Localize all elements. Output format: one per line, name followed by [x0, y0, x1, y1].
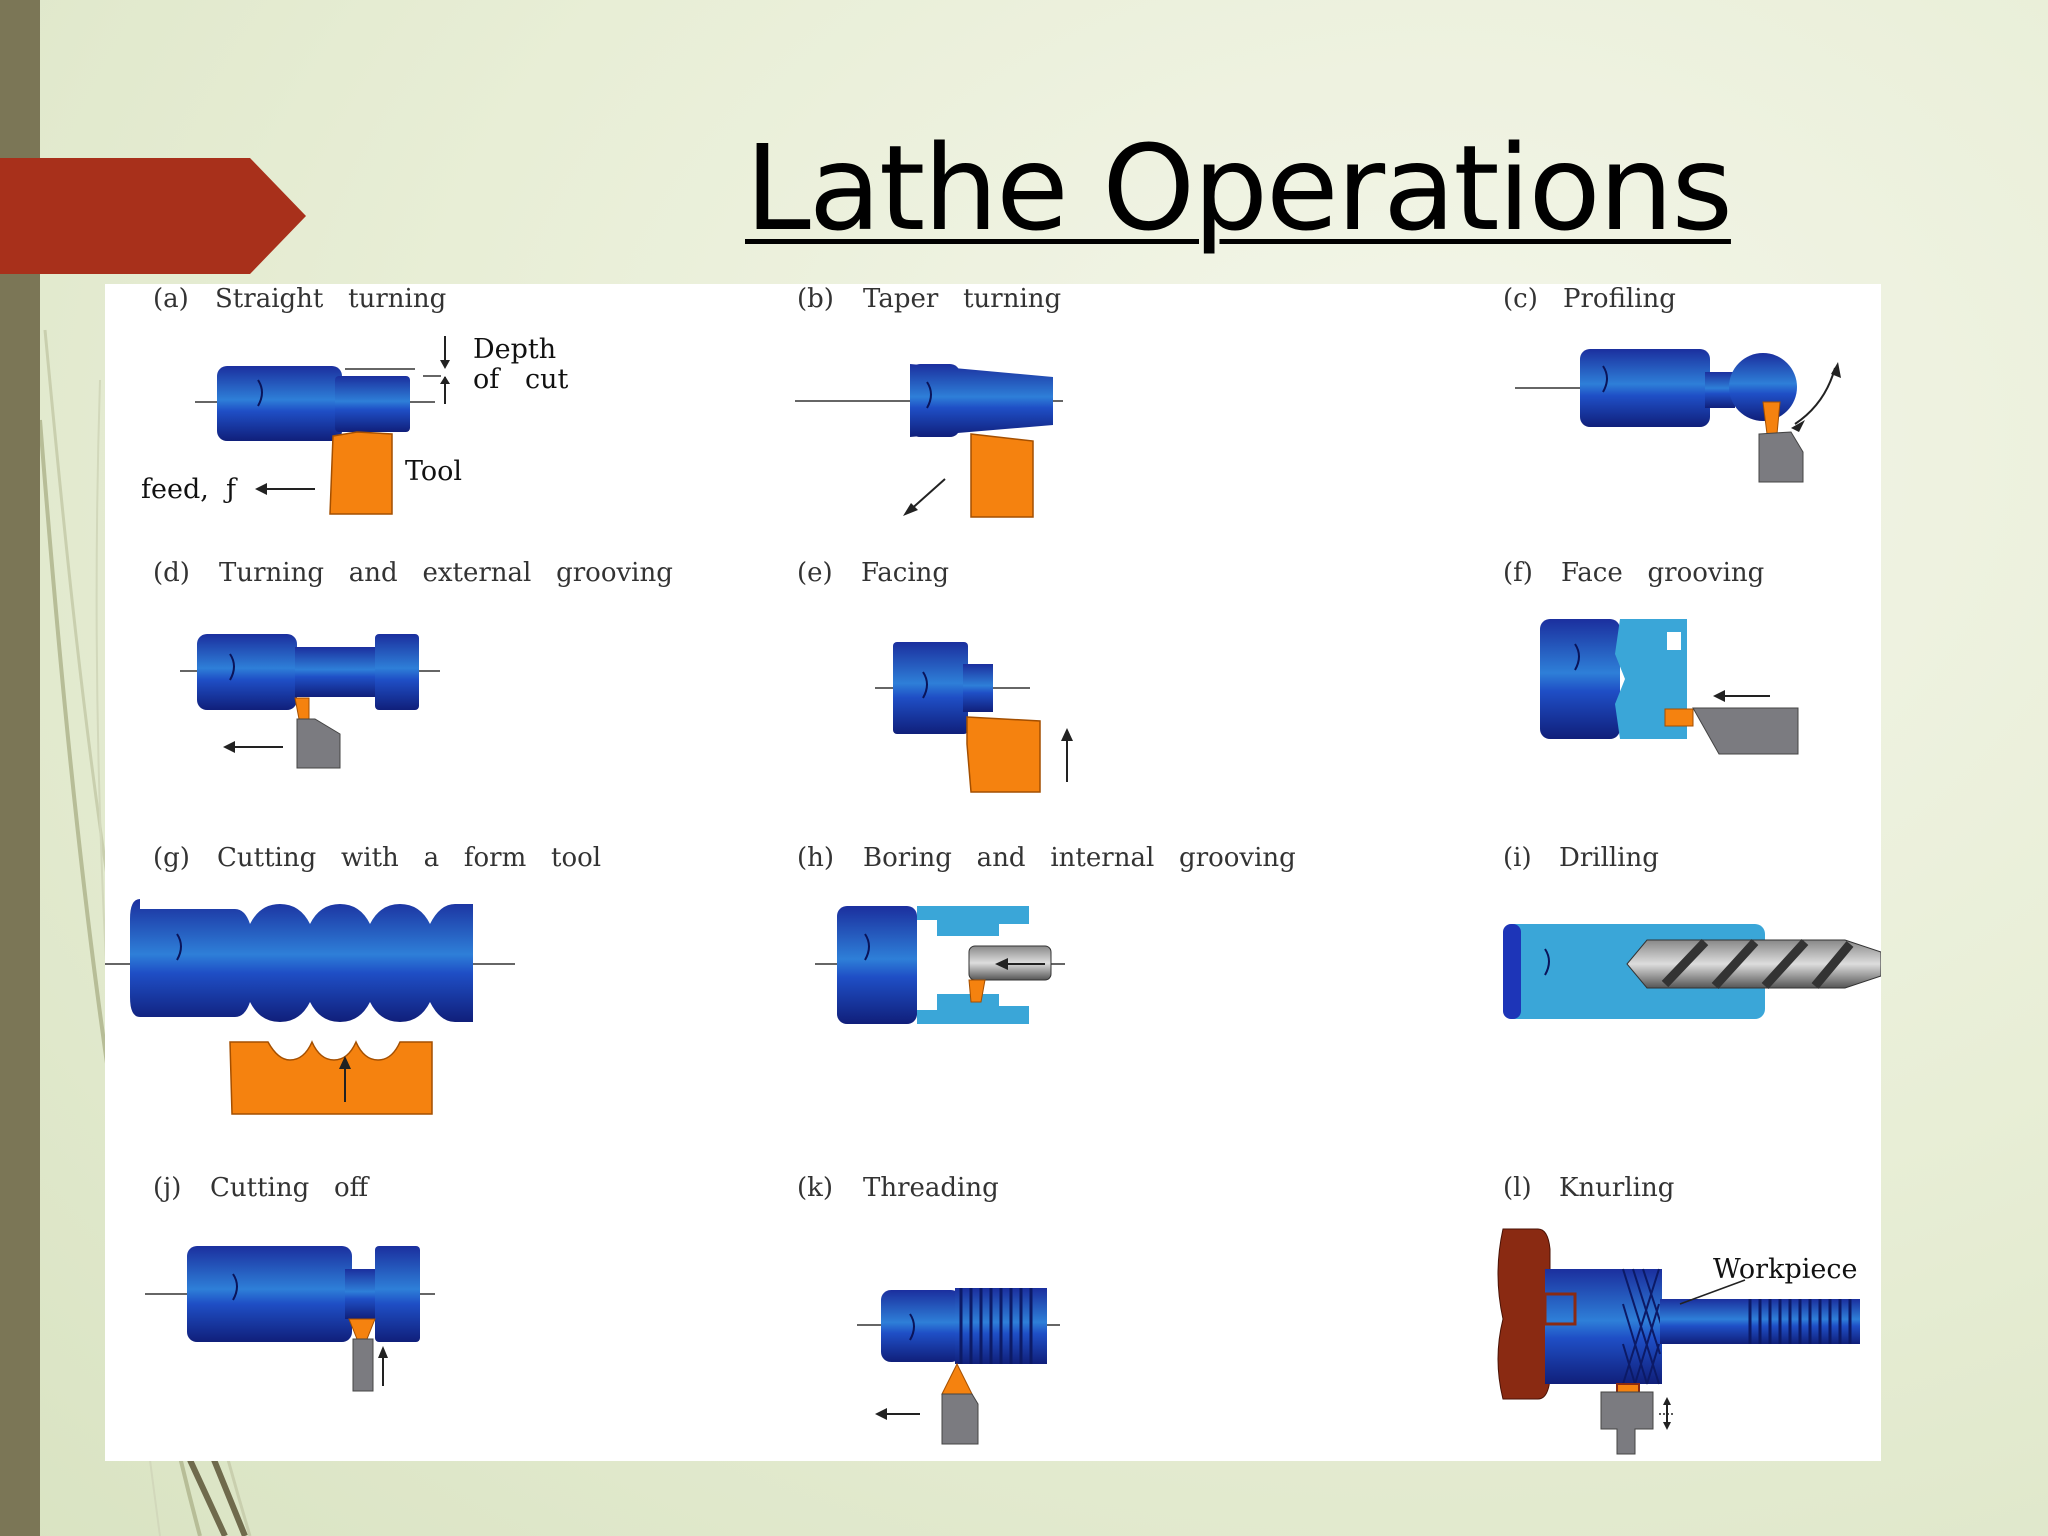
figure-label-text: (e) — [797, 558, 833, 588]
face-grooving-illustration — [1540, 619, 1799, 755]
straight-turning-illustration: Depth of cut Tool feed, ƒ — [141, 334, 569, 515]
figure-label-text: (k) — [797, 1173, 833, 1203]
figure-label-text: (c) — [1503, 284, 1538, 314]
figure-label-text: (g) — [153, 843, 190, 873]
title-arrow-banner — [0, 158, 306, 274]
figure-label-text: (d) — [153, 558, 190, 588]
operation-label-h: (h) Boring and internal grooving — [797, 843, 1296, 873]
knurling-illustration: Workpiece — [1497, 1228, 1860, 1455]
figure-label-text: feed, ƒ — [141, 474, 238, 505]
figure-label-text: Tool — [405, 456, 462, 487]
taper-turning-illustration — [795, 364, 1063, 518]
figure-label-text: (h) — [797, 843, 834, 873]
figure-label-text: Facing — [861, 558, 949, 588]
operation-label-g: (g) Cutting with a form tool — [153, 843, 601, 873]
operation-label-f: (f) Face grooving — [1503, 558, 1764, 588]
figure-label-text: Taper turning — [863, 284, 1061, 314]
figure-label-text: (j) — [153, 1173, 181, 1203]
lathe-operations-figure: (a) Straight turning (b) Taper turning (c)… — [105, 284, 1881, 1461]
operation-label-e: (e) Facing — [797, 558, 949, 588]
figure-label-text: Profiling — [1563, 284, 1676, 314]
figure-label-text: (a) — [153, 284, 189, 314]
operation-label-i: (i) Drilling — [1503, 843, 1659, 873]
figure-label-text: Drilling — [1559, 843, 1659, 873]
figure-label-text: Face grooving — [1561, 558, 1764, 588]
slide-title: Lathe Operations — [745, 119, 1733, 257]
operation-label-k: (k) Threading — [797, 1173, 999, 1203]
figure-label-text: Boring and internal grooving — [863, 843, 1296, 873]
operation-label-j: (j) Cutting off — [153, 1173, 371, 1203]
turning-external-grooving-illustration — [180, 634, 440, 769]
figure-label-text: Straight turning — [215, 284, 446, 314]
figure-label-text: Turning and external grooving — [219, 558, 673, 588]
figure-label-text: Threading — [863, 1173, 999, 1203]
operation-label-c: (c) Profiling — [1503, 284, 1676, 314]
form-tool-illustration — [105, 899, 515, 1115]
operation-label-b: (b) Taper turning — [797, 284, 1061, 314]
figure-label-text: Cutting with a form tool — [217, 843, 601, 873]
facing-illustration — [875, 642, 1073, 793]
figure-label-text: of cut — [473, 364, 569, 395]
drilling-illustration — [1503, 924, 1881, 1019]
profiling-illustration — [1515, 349, 1841, 483]
cutting-off-illustration — [145, 1246, 435, 1392]
operation-label-d: (d) Turning and external grooving — [153, 558, 673, 588]
figure-label-text: (b) — [797, 284, 834, 314]
operation-label-l: (l) Knurling — [1503, 1173, 1674, 1203]
threading-illustration — [857, 1288, 1060, 1445]
operation-label-a: (a) Straight turning — [153, 284, 446, 314]
figure-label-text: (l) — [1503, 1173, 1532, 1203]
figure-label-text: Workpiece — [1713, 1254, 1857, 1285]
figure-label-text: (i) — [1503, 843, 1532, 873]
figure-label-text: (f) — [1503, 558, 1533, 588]
figure-label-text: Depth — [473, 334, 556, 365]
figure-label-text: Knurling — [1559, 1173, 1674, 1203]
figure-label-text: Cutting off — [210, 1173, 371, 1203]
boring-illustration — [815, 906, 1065, 1024]
